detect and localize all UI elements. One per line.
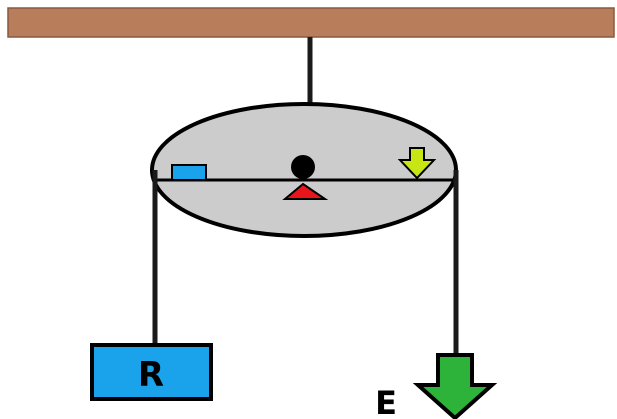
fulcrum-icon bbox=[282, 182, 329, 200]
resistance-label: R bbox=[138, 355, 164, 395]
ceiling-beam bbox=[7, 7, 615, 38]
resistance-block bbox=[90, 343, 213, 401]
effort-arrow-icon bbox=[412, 353, 498, 419]
down-arrow-icon bbox=[397, 147, 437, 180]
effort-label: E bbox=[375, 384, 397, 419]
resistance-arm-marker bbox=[171, 164, 207, 181]
axle-dot bbox=[291, 155, 315, 179]
